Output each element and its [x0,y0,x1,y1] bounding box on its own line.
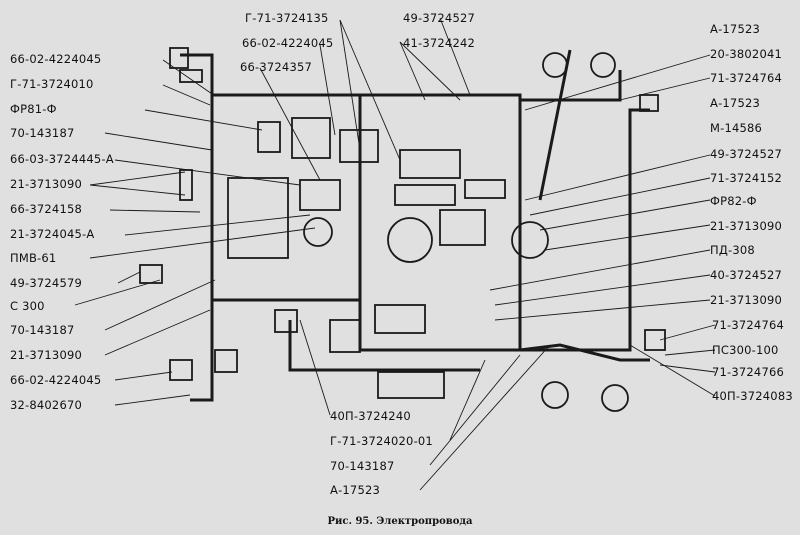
fuse-block [291,117,331,159]
harness-rear-right [519,343,650,362]
harness-diag-top [538,49,572,201]
ignition-switch [299,179,341,211]
label-right-15: 40П-3724083 [712,389,793,403]
starter-motor [511,221,549,259]
label-right-8: 21-3713090 [710,219,782,233]
label-left-6: 66-3724158 [10,202,82,216]
coil [394,184,456,206]
label-right-5: 49-3724527 [710,147,782,161]
side-lamp-left [179,69,203,83]
label-right-4: М-14586 [710,121,763,135]
distributor [439,209,486,246]
battery [374,304,426,334]
label-left-14: 32-8402670 [10,398,82,412]
headlamp-right-outer [542,52,568,78]
label-right-13: ПС300-100 [712,343,779,357]
harness-headlamp-left [180,53,214,95]
headlamp-right-inner [590,52,616,78]
tail-lamp-left [541,381,569,409]
label-right-6: 71-3724152 [710,171,782,185]
figure-caption: Рис. 95. Электропровода [327,516,473,527]
label-left-13: 66-02-4224045 [10,373,102,387]
label-left-7: 21-3724045-А [10,227,95,241]
fuel-sensor [274,309,298,333]
label-right-7: ФР82-Ф [710,194,757,208]
harness-rear-left [190,300,214,402]
label-left-0: 66-02-4224045 [10,52,102,66]
harness-top-right [520,70,622,102]
label-bottom-0: 40П-3724240 [330,409,411,423]
label-right-3: А-17523 [710,96,760,110]
harness-bottom [288,320,480,372]
label-right-11: 21-3713090 [710,293,782,307]
label-top-1: 66-02-4224045 [242,36,334,50]
instrument-gauge [303,217,333,247]
label-right-10: 40-3724527 [710,268,782,282]
label-right-1: 20-3802041 [710,47,782,61]
label-left-12: 21-3713090 [10,348,82,362]
front-lamp-right [639,94,659,112]
rear-signal-left [214,349,238,373]
label-left-10: С 300 [10,299,45,313]
main-harness-top [212,93,522,200]
label-left-11: 70-143187 [10,323,75,337]
label-left-4: 66-03-3724445-А [10,152,114,166]
regulator [257,121,281,153]
switch-box [339,129,379,163]
rear-signal-right [644,329,666,351]
rear-lamp-left [169,359,193,381]
front-lamp-left [169,47,189,69]
label-top-4: 41-3724242 [403,36,475,50]
relay-box [227,177,289,259]
label-bottom-2: 70-143187 [330,459,395,473]
harness-right-long [520,108,650,352]
label-left-1: Г-71-3724010 [10,77,94,91]
label-right-2: 71-3724764 [710,71,782,85]
label-top-3: 49-3724527 [403,11,475,25]
label-bottom-1: Г-71-3724020-01 [330,434,433,448]
horn [329,319,361,353]
label-left-3: 70-143187 [10,126,75,140]
generator [387,217,433,263]
label-bottom-3: А-17523 [330,483,380,497]
label-right-0: А-17523 [710,22,760,36]
label-right-12: 71-3724764 [712,318,784,332]
label-right-9: ПД-308 [710,243,755,257]
heater-unit [399,149,461,179]
label-top-0: Г-71-3724135 [245,11,329,25]
label-left-5: 21-3713090 [10,177,82,191]
label-right-14: 71-3724766 [712,365,784,379]
wiper-motor [464,179,506,199]
connector-block [377,371,445,399]
signal-lamp-left [179,169,193,201]
label-left-9: 49-3724579 [10,276,82,290]
label-left-8: ПМВ-61 [10,251,57,265]
label-left-2: ФР81-Ф [10,102,57,116]
label-top-2: 66-3724357 [240,60,312,74]
tail-lamp-right [601,384,629,412]
